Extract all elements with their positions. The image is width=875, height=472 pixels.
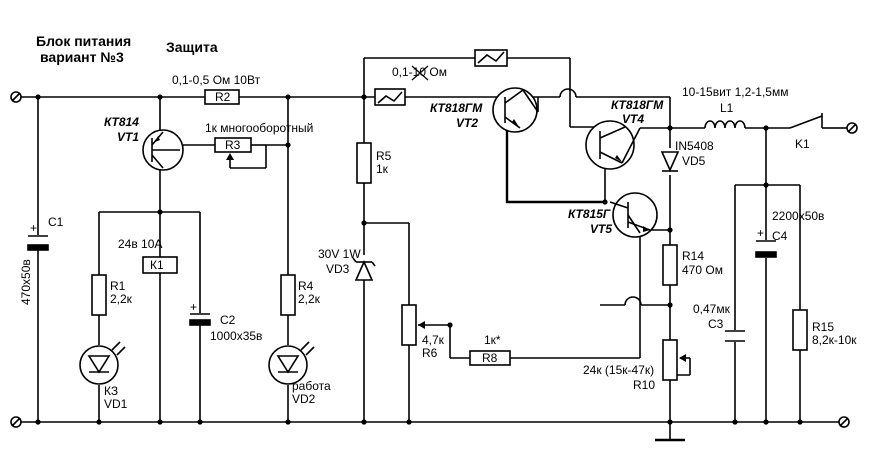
svg-text:IN5408: IN5408	[675, 139, 714, 153]
transistor-vt2: КТ818ГМ VT2	[430, 87, 539, 133]
svg-text:R1: R1	[110, 279, 126, 293]
title-line1: Блок питания	[36, 33, 131, 49]
potentiometer-r6: 4,7к R6	[401, 304, 445, 360]
resistor-r2: R2 0,1-0,5 Ом 10Вт	[172, 73, 261, 105]
svg-text:R5: R5	[376, 149, 392, 163]
svg-text:1000х35в: 1000х35в	[210, 329, 262, 343]
shunt-resistor-lower	[374, 88, 406, 106]
svg-text:VD2: VD2	[292, 392, 316, 406]
r3-value: 1к многооборотный	[205, 121, 313, 135]
diode-vd5: IN5408 VD5	[660, 139, 714, 172]
svg-text:К1: К1	[150, 258, 164, 272]
svg-text:работа: работа	[292, 379, 331, 393]
output-terminal-bottom	[838, 416, 850, 428]
svg-text:30V 1W: 30V 1W	[318, 247, 361, 261]
resistor-r8: R8 1к*	[469, 333, 511, 366]
svg-text:2200х50в: 2200х50в	[772, 209, 824, 223]
svg-text:VD3: VD3	[326, 262, 350, 276]
svg-text:R6: R6	[422, 346, 438, 360]
transistor-vt4: КТ818ГМ VT4	[585, 98, 664, 180]
potentiometer-r10: 24к (15к-47к) R10	[583, 339, 686, 392]
svg-text:0,47мк: 0,47мк	[693, 302, 731, 316]
svg-text:+: +	[30, 221, 37, 235]
svg-text:8,2к-10к: 8,2к-10к	[812, 333, 857, 347]
svg-text:4,7к: 4,7к	[422, 333, 445, 347]
svg-text:1к*: 1к*	[484, 333, 501, 347]
zener-vd3: 30V 1W VD3	[318, 247, 376, 281]
svg-text:2,2к: 2,2к	[110, 292, 133, 306]
svg-text:L1: L1	[720, 101, 734, 115]
svg-text:2,2к: 2,2к	[298, 292, 321, 306]
k1-relay-value: 24в 10А	[118, 237, 162, 251]
resistor-r3: R3 1к многооборотный	[205, 121, 313, 160]
led-vd2: работа VD2	[268, 341, 331, 406]
svg-text:C4: C4	[772, 229, 788, 243]
output-terminal-top	[846, 122, 858, 134]
svg-text:VT4: VT4	[622, 112, 644, 126]
resistor-r15: R15 8,2к-10к	[792, 309, 857, 351]
svg-text:КТ818ГМ: КТ818ГМ	[611, 98, 664, 112]
relay-k1-coil: К1 24в 10А	[118, 237, 178, 274]
led-vd1: КЗ VD1	[79, 341, 128, 411]
title-line2: вариант №3	[40, 49, 124, 65]
svg-text:1к: 1к	[376, 162, 389, 176]
svg-text:+: +	[757, 226, 764, 240]
resistor-r1: R1 2,2к	[91, 274, 133, 316]
svg-text:R8: R8	[482, 351, 498, 365]
svg-text:470 Ом: 470 Ом	[682, 263, 723, 277]
svg-text:КЗ: КЗ	[104, 384, 118, 398]
transistor-vt1: КТ814 VT1	[104, 115, 184, 171]
svg-text:R14: R14	[682, 249, 704, 263]
shunt-label: 0,1-10 Ом	[392, 65, 447, 81]
capacitor-c2: + C2 1000х35в	[189, 300, 262, 343]
svg-text:R10: R10	[633, 378, 655, 392]
svg-text:КТ815Г: КТ815Г	[568, 207, 611, 221]
vt1-name: VT1	[117, 130, 139, 144]
svg-text:10-15вит 1,2-1,5мм: 10-15вит 1,2-1,5мм	[682, 85, 788, 99]
svg-text:K1: K1	[795, 137, 810, 151]
capacitor-c3: 0,47мк C3	[693, 302, 745, 342]
resistor-r5: R5 1к	[356, 142, 392, 184]
junctions	[35, 94, 803, 425]
transistor-vt5: КТ815Г VT5	[568, 192, 658, 238]
r2-value: 0,1-0,5 Ом 10Вт	[172, 73, 261, 87]
svg-text:+: +	[190, 300, 197, 314]
input-terminal-top	[10, 91, 22, 103]
shunt-resistor-upper	[474, 49, 508, 67]
svg-text:VT2: VT2	[456, 116, 478, 130]
input-terminal-bottom	[10, 416, 22, 428]
resistor-r14: R14 470 Ом	[662, 244, 723, 286]
svg-text:КТ818ГМ: КТ818ГМ	[430, 101, 483, 115]
capacitor-c4: + C4 2200х50в	[755, 209, 824, 258]
svg-text:C2: C2	[220, 313, 236, 327]
svg-text:R15: R15	[812, 320, 834, 334]
svg-text:24к (15к-47к): 24к (15к-47к)	[583, 363, 654, 377]
c1-value: 470х50в	[19, 259, 33, 305]
svg-text:R4: R4	[298, 279, 314, 293]
inductor-l1: L1 10-15вит 1,2-1,5мм	[682, 85, 788, 129]
svg-text:C3: C3	[708, 317, 724, 331]
svg-text:VD1: VD1	[104, 397, 128, 411]
svg-text:VT5: VT5	[590, 222, 612, 236]
title-protection: Защита	[166, 39, 218, 55]
vt1-type: КТ814	[104, 115, 139, 129]
svg-text:R3: R3	[225, 138, 241, 152]
svg-text:R2: R2	[215, 90, 231, 104]
capacitor-c1: + C1 470х50в	[19, 215, 64, 305]
relay-k1-switch: K1	[789, 113, 835, 151]
resistor-r4: R4 2,2к	[280, 274, 321, 316]
c1-name: C1	[48, 215, 64, 229]
svg-text:VD5: VD5	[682, 154, 706, 168]
